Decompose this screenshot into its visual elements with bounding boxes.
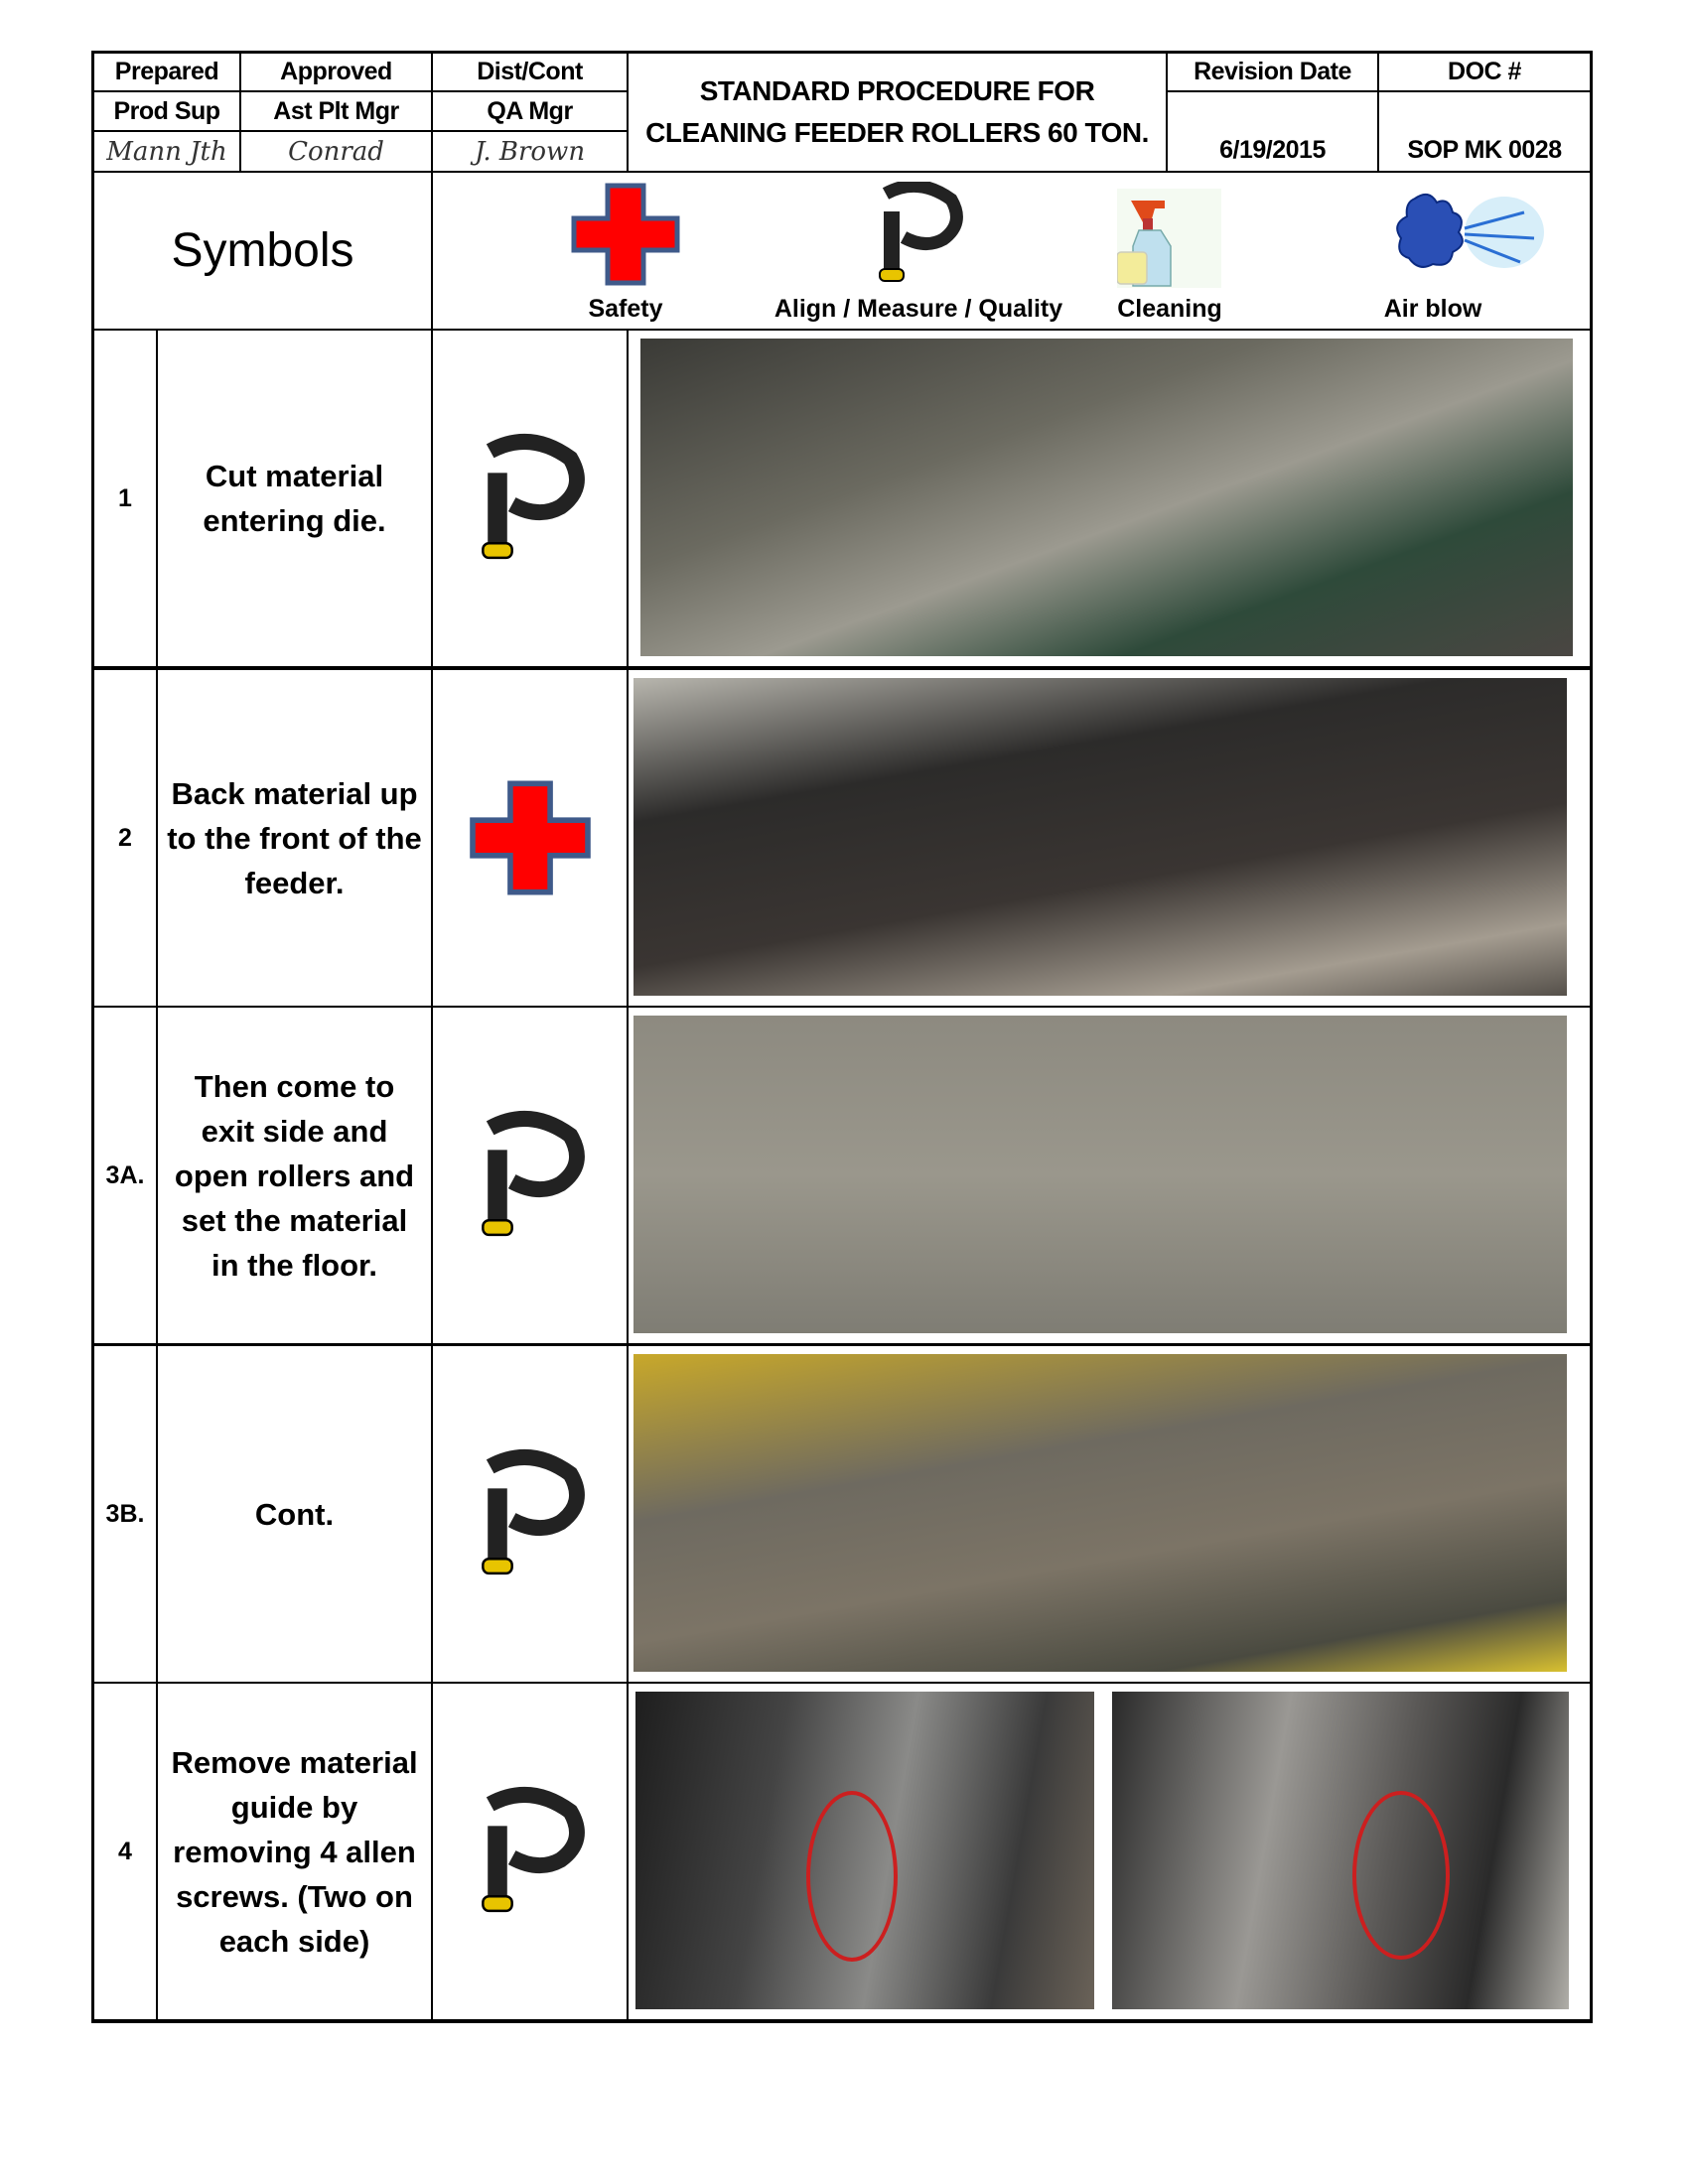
- signature-text: Conrad: [288, 136, 384, 167]
- signature-text: J. Brown: [474, 136, 586, 167]
- micrometer-icon: [481, 434, 585, 560]
- ast-plt-mgr-label: Ast Plt Mgr: [239, 90, 433, 132]
- step-number: 2: [92, 668, 158, 1008]
- signature-dist: J. Brown: [431, 130, 629, 173]
- symbol-label-cleaning: Cleaning: [1117, 295, 1222, 323]
- signature-approved: Conrad: [239, 130, 433, 173]
- step-photo: [633, 1016, 1567, 1333]
- step-instruction: Remove material guide by removing 4 alle…: [156, 1682, 433, 2021]
- signature-text: Mann Jth: [106, 136, 227, 167]
- symbol-label-safety: Safety: [588, 295, 663, 323]
- red-cross-icon: [469, 780, 591, 895]
- annotation-circle: [806, 1791, 898, 1962]
- micrometer-icon: [879, 182, 963, 282]
- symbol-label-align: Align / Measure / Quality: [774, 295, 1063, 323]
- step-instruction: Then come to exit side and open rollers …: [156, 1006, 433, 1345]
- step-symbol: [431, 668, 629, 1008]
- title-line-1: STANDARD PROCEDURE FOR: [699, 75, 1095, 106]
- approved-label: Approved: [239, 52, 433, 92]
- air-blow-icon: [1396, 193, 1544, 268]
- micrometer-icon: [481, 1449, 585, 1575]
- micrometer-icon: [481, 1111, 585, 1237]
- prod-sup-label: Prod Sup: [92, 90, 241, 132]
- signature-prepared: Mann Jth: [92, 130, 241, 173]
- revision-date-label: Revision Date: [1166, 52, 1379, 92]
- spray-bottle-icon: [1117, 189, 1221, 288]
- step-number: 4: [92, 1682, 158, 2021]
- step-symbol: [431, 1682, 629, 2021]
- step-photo: [633, 1354, 1567, 1672]
- symbols-heading: Symbols: [92, 171, 433, 331]
- title-line-2: CLEANING FEEDER ROLLERS 60 TON.: [645, 117, 1149, 148]
- step-number: 3A.: [92, 1006, 158, 1345]
- doc-number-label: DOC #: [1377, 52, 1592, 92]
- step-number: 3B.: [92, 1344, 158, 1684]
- step-photo-right: [1112, 1692, 1569, 2009]
- symbol-label-air-blow: Air blow: [1383, 295, 1482, 323]
- qa-mgr-label: QA Mgr: [431, 90, 629, 132]
- red-cross-icon: [571, 183, 680, 286]
- doc-number-value: SOP MK 0028: [1377, 90, 1592, 173]
- step-photo: [640, 339, 1573, 656]
- prepared-label: Prepared: [92, 52, 241, 92]
- revision-date-value: 6/19/2015: [1166, 90, 1379, 173]
- step-instruction: Cont.: [156, 1344, 433, 1684]
- annotation-circle: [1352, 1791, 1450, 1960]
- step-symbol: [431, 1344, 629, 1684]
- document-title: STANDARD PROCEDURE FOR CLEANING FEEDER R…: [627, 52, 1168, 173]
- dist-cont-label: Dist/Cont: [431, 52, 629, 92]
- step-instruction: Cut material entering die.: [156, 329, 433, 668]
- step-instruction: Back material up to the front of the fee…: [156, 668, 433, 1008]
- micrometer-icon: [481, 1787, 585, 1913]
- step-photo-left: [635, 1692, 1094, 2009]
- step-number: 1: [92, 329, 158, 668]
- step-symbol: [431, 1006, 629, 1345]
- step-symbol: [431, 329, 629, 668]
- step-photo: [633, 678, 1567, 996]
